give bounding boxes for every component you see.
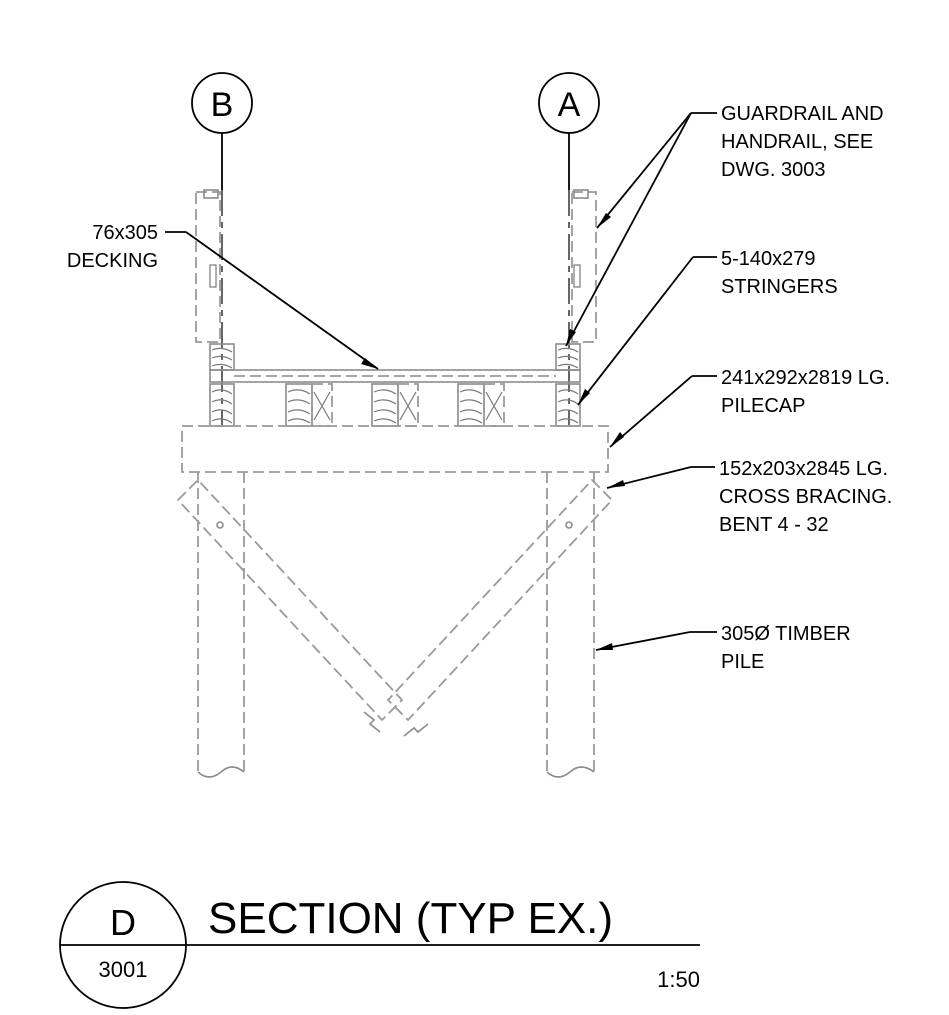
scale-label: 1:50 — [657, 967, 700, 992]
callout-bracing-line-1: 152x203x2845 LG. — [719, 458, 888, 480]
callout-pilecap-line-2: PILECAP — [721, 395, 805, 417]
pilecap — [181, 425, 609, 473]
callout-guardrail-line-2: HANDRAIL, SEE — [721, 131, 873, 153]
cross-bracing-right — [386, 478, 614, 737]
leader-decking — [165, 231, 379, 370]
cross-bracing-left — [176, 478, 404, 733]
leader-pile — [595, 631, 717, 651]
callout-pilecap: 241x292x2819 LG. PILECAP — [721, 367, 890, 417]
pile-left — [197, 472, 245, 778]
callout-decking-line-1: 76x305 — [92, 222, 158, 244]
pile-right — [546, 472, 595, 778]
callout-pile-line-1: 305Ø TIMBER — [721, 623, 851, 645]
leader-guardrail — [565, 112, 717, 347]
section-title: SECTION (TYP EX.) — [208, 894, 613, 943]
decking — [209, 369, 581, 383]
callout-decking-line-2: DECKING — [67, 250, 158, 272]
callout-bracing-line-3: BENT 4 - 32 — [719, 514, 829, 536]
grid-bubble-a: A — [538, 72, 600, 425]
sheet-number: 3001 — [99, 957, 148, 982]
leader-stringers — [577, 256, 717, 406]
guardrail-post-left — [195, 189, 221, 343]
stringer-3 — [371, 383, 419, 427]
callout-bracing-line-2: CROSS BRACING. — [719, 486, 892, 508]
callout-bracing: 152x203x2845 LG. CROSS BRACING. BENT 4 -… — [719, 458, 892, 536]
curb-right — [555, 343, 581, 371]
stringers — [209, 383, 581, 427]
callout-stringers-line-2: STRINGERS — [721, 276, 838, 298]
callout-guardrail-line-1: GUARDRAIL AND — [721, 103, 884, 125]
guardrail-post-right — [571, 189, 597, 343]
callout-pilecap-line-1: 241x292x2819 LG. — [721, 367, 890, 389]
callout-guardrail-line-3: DWG. 3003 — [721, 159, 825, 181]
callout-stringers-line-1: 5-140x279 — [721, 248, 816, 270]
callout-pile-line-2: PILE — [721, 651, 764, 673]
callout-guardrail: GUARDRAIL AND HANDRAIL, SEE DWG. 3003 — [721, 103, 884, 181]
callout-stringers: 5-140x279 STRINGERS — [721, 248, 838, 298]
grid-label-b: B — [211, 86, 234, 124]
stringer-4 — [457, 383, 505, 427]
callout-decking: 76x305 DECKING — [67, 222, 158, 272]
callout-pile: 305Ø TIMBER PILE — [721, 623, 851, 673]
title-block: D 3001 SECTION (TYP EX.) 1:50 — [59, 881, 700, 1009]
grid-label-a: A — [558, 86, 581, 124]
leader-pilecap — [609, 375, 717, 448]
leader-bracing — [606, 466, 715, 489]
grid-bubble-b: B — [191, 72, 253, 425]
stringer-2 — [285, 383, 333, 427]
stringer-5 — [555, 383, 581, 427]
detail-letter: D — [110, 902, 136, 943]
